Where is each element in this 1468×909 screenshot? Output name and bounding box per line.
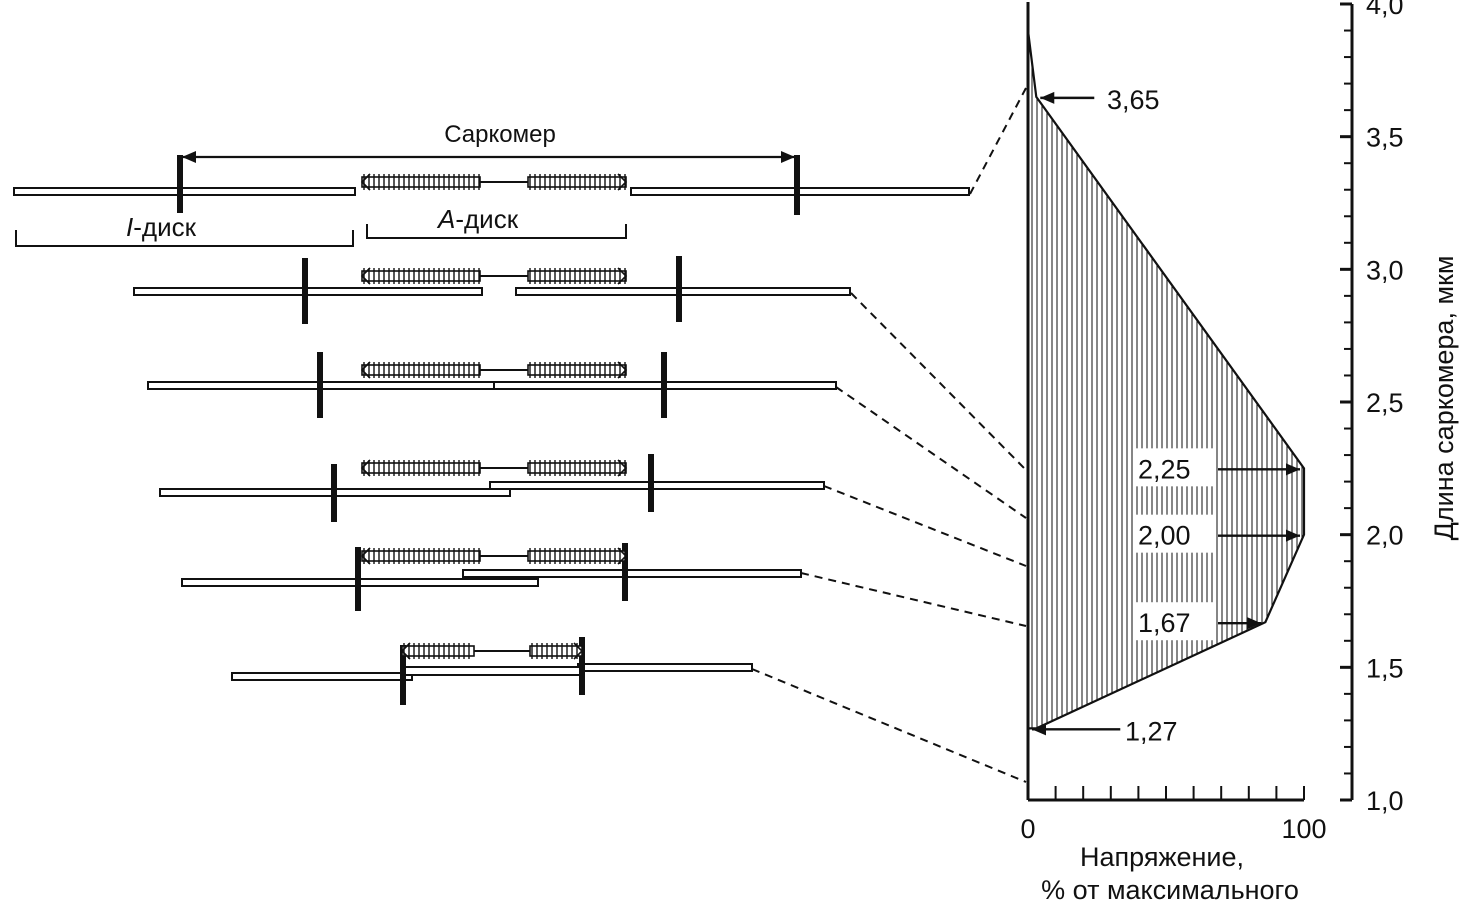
thin-filament xyxy=(231,672,413,681)
filament-end xyxy=(360,361,371,379)
thin-filament-overlap xyxy=(401,666,585,676)
arrow-2-00-head xyxy=(1286,529,1300,542)
myosin-head-block xyxy=(527,364,627,376)
filament-end xyxy=(360,547,371,565)
i-disk-bracket xyxy=(15,230,354,247)
x-axis-title-line2: % от максимального xyxy=(1041,875,1299,905)
annotation-box xyxy=(1134,514,1216,553)
thick-filament xyxy=(360,459,628,477)
myosin-head-block xyxy=(401,645,475,657)
x-tick-label: 0 xyxy=(1020,814,1035,844)
thick-filament xyxy=(360,173,628,191)
sarcomere-title: Саркомер xyxy=(444,121,556,148)
guide-dash xyxy=(823,485,1027,567)
guide-dash xyxy=(751,668,1027,783)
thick-filament xyxy=(360,547,628,565)
x-tick-labels: 0 100 xyxy=(1020,814,1326,844)
guide-dash xyxy=(850,292,1027,471)
thin-filament xyxy=(577,663,753,672)
sarcomere-span-arrow-right xyxy=(781,151,795,163)
myosin-head-block xyxy=(361,270,481,282)
arrow-2-25-head xyxy=(1286,463,1300,476)
thick-filament xyxy=(400,642,584,660)
y-tick-label: 4,0 xyxy=(1366,0,1404,20)
myosin-head-block xyxy=(527,176,627,188)
y-tick-label: 1,5 xyxy=(1366,653,1404,683)
thin-filament xyxy=(515,287,851,296)
annotation-2-00: 2,00 xyxy=(1138,521,1191,551)
value-annotations: 3,65 2,25 2,00 1,67 1,27 xyxy=(1032,85,1300,746)
myosin-head-block xyxy=(361,176,481,188)
guide-dash xyxy=(969,87,1027,195)
thin-filament xyxy=(462,569,802,578)
myosin-head-block xyxy=(361,364,481,376)
arrow-3-65-head xyxy=(1040,91,1055,104)
filament-end xyxy=(573,642,584,660)
annotation-box xyxy=(1134,602,1216,641)
a-disk-label: A-диск xyxy=(436,204,519,234)
y-tick-label: 1,0 xyxy=(1366,786,1404,816)
filament-end xyxy=(360,173,371,191)
chart-axes xyxy=(1026,2,1354,802)
filament-end xyxy=(617,267,628,285)
y-tick-label: 3,5 xyxy=(1366,123,1404,153)
annotation-3-65: 3,65 xyxy=(1107,85,1160,115)
filament-end xyxy=(360,459,371,477)
annotation-2-25: 2,25 xyxy=(1138,454,1191,484)
length-tension-chart: 1,0 1,5 2,0 2,5 3,0 3,5 4,0 0 100 3,65 2,25 2,00 1… xyxy=(1020,0,1459,905)
y-tick-label: 3,0 xyxy=(1366,255,1404,285)
myosin-head-block xyxy=(527,550,627,562)
arrow-1-27-head xyxy=(1032,723,1046,736)
arrow-1-67-head xyxy=(1247,617,1262,630)
thin-filament xyxy=(13,187,356,196)
myosin-head-block xyxy=(527,270,627,282)
thick-filament xyxy=(360,361,628,379)
filament-end xyxy=(617,459,628,477)
sarcomere-span-arrow-left xyxy=(182,151,196,163)
y-tick-labels: 1,0 1,5 2,0 2,5 3,0 3,5 4,0 xyxy=(1366,0,1404,816)
a-disk-bracket xyxy=(366,224,627,239)
x-axis-title-line1: Напряжение, xyxy=(1080,842,1244,872)
y-tick-label: 2,5 xyxy=(1366,388,1404,418)
annotation-box xyxy=(1134,448,1216,487)
filament-end xyxy=(400,642,411,660)
annotation-1-67: 1,67 xyxy=(1138,608,1191,638)
guide-dash xyxy=(835,386,1027,519)
filament-end xyxy=(360,267,371,285)
filament-end xyxy=(617,361,628,379)
filament-end xyxy=(617,173,628,191)
y-axis-title: Длина саркомера, мкм xyxy=(1429,256,1459,541)
x-tick-label: 100 xyxy=(1281,814,1326,844)
myosin-head-block xyxy=(529,645,583,657)
myosin-head-block xyxy=(527,462,627,474)
filament-end xyxy=(617,547,628,565)
myosin-head-block xyxy=(361,550,481,562)
thin-filament xyxy=(489,481,825,490)
y-tick-label: 2,0 xyxy=(1366,521,1404,551)
thick-filament xyxy=(360,267,628,285)
sarcomere-diagram xyxy=(13,87,1027,783)
guide-dash xyxy=(800,572,1027,627)
annotation-1-27: 1,27 xyxy=(1125,716,1178,746)
myosin-head-block xyxy=(361,462,481,474)
i-disk-label: I-диск xyxy=(126,212,197,242)
